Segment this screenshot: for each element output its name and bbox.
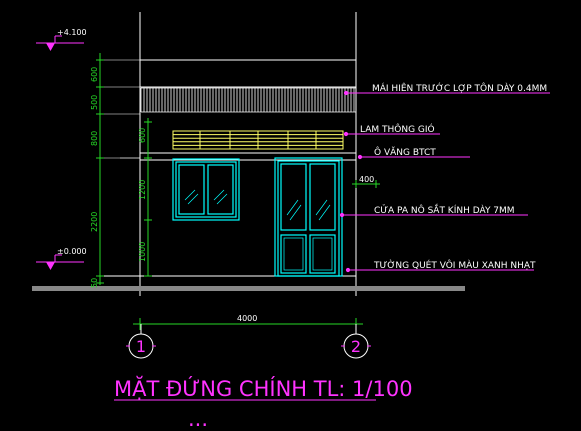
canopy-dimension (352, 180, 380, 188)
drawing-title-cut: ... (188, 407, 208, 431)
corrugated-roof (140, 87, 356, 113)
vertical-dimension-inner (120, 118, 152, 277)
axis-bubble-1: 1 (126, 324, 156, 359)
canopy-dim-label: 400 (359, 175, 374, 184)
dim-600-outer: 600 (90, 67, 99, 82)
level-marker-ground: ±0.000 (36, 247, 87, 270)
callout-roof: MÁI HIÊN TRƯỚC LỢP TÔN DÀY 0.4MM (372, 82, 547, 94)
window (172, 158, 240, 221)
level-top-label: +4.100 (57, 28, 87, 37)
dim-800-outer: 800 (90, 131, 99, 146)
dim-1000-inner: 1000 (138, 242, 147, 262)
level-marker-top: +4.100 (36, 28, 87, 51)
axis-bubble-2: 2 (341, 324, 371, 359)
callout-wall: TƯỜNG QUÉT VÔI MÀU XANH NHẠT (373, 259, 536, 271)
dim-600-inner: 600 (138, 128, 147, 143)
callout-canopy: Ô VĂNG BTCT (374, 146, 436, 158)
dim-50-outer: 50 (90, 278, 99, 288)
drawing-title: MẶT ĐỨNG CHÍNH TL: 1/100 (114, 375, 413, 401)
ventilation-louver (172, 130, 344, 150)
axis-1-label: 1 (136, 337, 146, 356)
dim-500-outer: 500 (90, 95, 99, 110)
callout-louver: LAM THÔNG GIÓ (360, 123, 435, 135)
dim-2200-outer: 2200 (90, 212, 99, 232)
overall-dim-label: 4000 (237, 314, 257, 323)
level-ground-label: ±0.000 (57, 247, 87, 256)
axis-2-label: 2 (351, 337, 361, 356)
callout-door-window: CỬA PA NÔ SẮT KÍNH DÀY 7MM (374, 203, 515, 216)
door (274, 157, 343, 277)
callout-leaders (339, 90, 550, 273)
building-outline (139, 59, 357, 161)
dim-1200-inner: 1200 (138, 180, 147, 200)
ground-line (32, 286, 465, 291)
vertical-dimension-outer (96, 53, 140, 285)
